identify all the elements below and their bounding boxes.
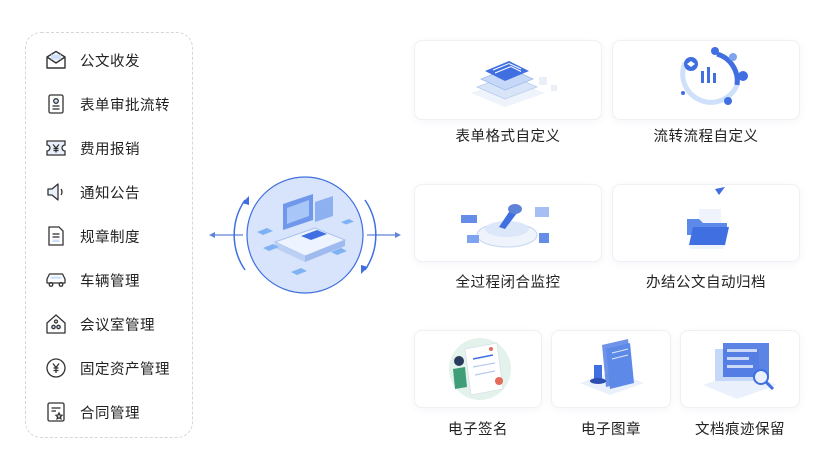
feature-label-e-signature: 电子签名 [448,422,508,438]
form-document-icon [44,92,68,116]
meeting-room-icon [44,312,68,336]
feature-card-auto-archive[interactable] [612,184,800,262]
signature-illustration [449,338,511,400]
feature-card-e-seal[interactable] [551,330,671,408]
feature-card-form-custom[interactable] [414,40,602,120]
menu-item-meeting-room[interactable]: 会议室管理 [44,311,155,337]
monitor-platform-illustration [461,204,549,248]
menu-item-label: 通知公告 [80,185,140,202]
feature-card-e-signature[interactable] [414,330,542,408]
envelope-icon [44,48,68,72]
menu-item-label: 规章制度 [80,229,140,246]
feature-label-flow-custom: 流转流程自定义 [653,129,759,145]
document-search-illustration [703,343,777,399]
menu-item-label: 公文收发 [80,53,140,70]
menu-item-label: 合同管理 [80,405,140,422]
feature-label-auto-archive: 办结公文自动归档 [646,275,766,291]
menu-item-notice[interactable]: 通知公告 [44,179,140,205]
feature-label-process-monitor: 全过程闭合监控 [455,275,561,291]
feature-card-flow-custom[interactable] [612,40,800,120]
yuan-coin-icon [44,356,68,380]
form-stack-illustration [471,61,557,107]
archive-folder-illustration [687,187,729,249]
menu-item-label: 固定资产管理 [80,361,170,378]
speaker-icon [44,180,68,204]
feature-card-process-monitor[interactable] [414,184,602,262]
menu-item-regulations[interactable]: 规章制度 [44,223,140,249]
platform-hub-illustration [205,160,405,310]
feature-label-form-custom: 表单格式自定义 [455,129,561,145]
menu-item-document-dispatch[interactable]: 公文收发 [44,47,140,73]
car-icon [44,268,68,292]
menu-item-form-approval[interactable]: 表单审批流转 [44,91,170,117]
regulation-document-icon [44,224,68,248]
contract-icon [44,400,68,424]
menu-item-label: 车辆管理 [80,273,140,290]
menu-item-label: 会议室管理 [80,317,155,334]
feature-label-trace-keep: 文档痕迹保留 [695,422,785,438]
seal-stamp-illustration [580,339,644,395]
feature-menu-panel: 公文收发 表单审批流转 费用报销 通知公告 [25,32,193,438]
menu-item-label: 表单审批流转 [80,97,170,114]
menu-item-expense-reimbursement[interactable]: 费用报销 [44,135,140,161]
feature-label-e-seal: 电子图章 [581,422,641,438]
yuan-ticket-icon [44,136,68,160]
menu-item-vehicle[interactable]: 车辆管理 [44,267,140,293]
menu-item-fixed-assets[interactable]: 固定资产管理 [44,355,170,381]
menu-item-label: 费用报销 [80,141,140,158]
workflow-ring-illustration [680,47,748,105]
menu-item-contract[interactable]: 合同管理 [44,399,140,425]
feature-card-trace-keep[interactable] [680,330,800,408]
